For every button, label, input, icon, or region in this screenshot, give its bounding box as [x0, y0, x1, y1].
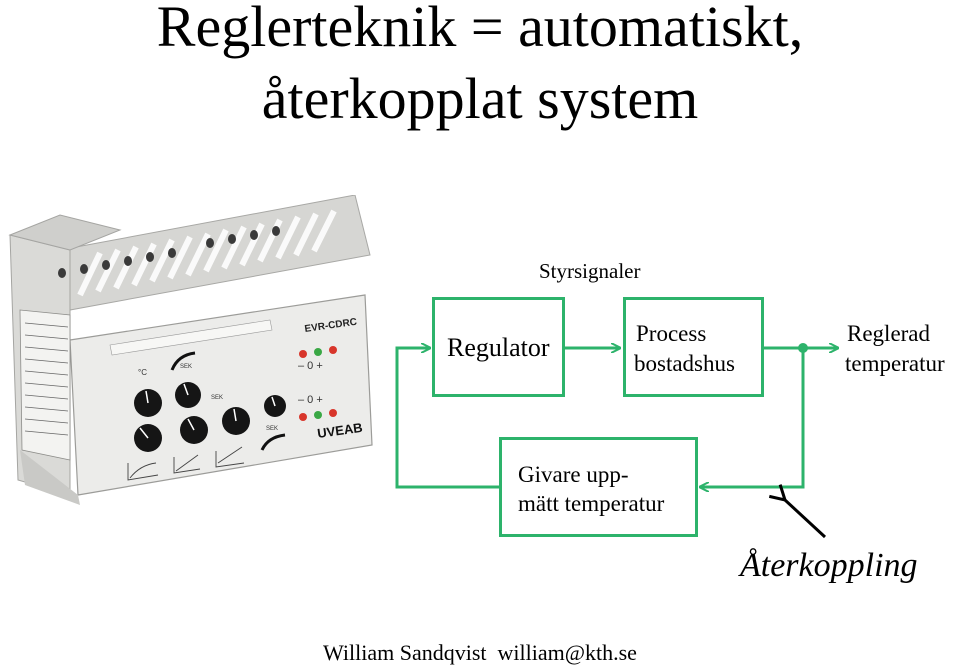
led-green-icon: [314, 348, 322, 356]
device-brand-label: UVEAB: [316, 420, 363, 441]
device-sign-row-1: – 0 +: [298, 360, 323, 372]
page-title-line-1: Reglerteknik = automatiskt,: [156, 0, 804, 59]
controller-device-image: EVR-CDRC UVEAB – 0 + – 0 + °C SEK SEK SE…: [8, 195, 373, 505]
led-red-icon: [299, 350, 307, 358]
process-label-line-2: bostadshus: [634, 351, 735, 376]
device-sign-row-2: – 0 +: [298, 394, 323, 406]
knob-icon: [264, 395, 286, 417]
footer-author: William Sandqvist: [323, 640, 487, 665]
arrow-output-to-sensor: [700, 348, 805, 487]
sensor-label-line-1: Givare upp-: [518, 462, 629, 487]
led-red-icon: [299, 413, 307, 421]
knob-icon: [134, 389, 162, 417]
knob-label: SEK: [266, 426, 278, 432]
page-title-line-2: återkopplat system: [261, 66, 699, 131]
feedback-pointer-arrow: [785, 500, 827, 539]
footer: William Sandqvist william@kth.se: [0, 640, 960, 666]
led-green-icon: [314, 411, 322, 419]
output-label-line-1: Reglerad: [847, 321, 931, 346]
arrow-sensor-to-regulator: [395, 348, 500, 489]
knob-icon: [134, 424, 162, 452]
sensor-label-line-2: mätt temperatur: [518, 491, 665, 516]
footer-email[interactable]: william@kth.se: [497, 640, 637, 665]
knob-icon: [222, 407, 250, 435]
process-label-line-1: Process: [636, 321, 707, 346]
knob-label: °C: [138, 368, 147, 377]
knob-icon: [175, 382, 201, 408]
output-label-line-2: temperatur: [845, 351, 945, 376]
knob-label: SEK: [180, 364, 192, 370]
process-block: [623, 297, 764, 397]
knob-label: SEK: [211, 395, 223, 401]
led-red-icon: [329, 346, 337, 354]
feedback-label: Återkoppling: [740, 547, 918, 584]
sensor-block: [499, 437, 698, 537]
knob-icon: [180, 416, 208, 444]
led-red-icon: [329, 409, 337, 417]
control-signal-label: Styrsignaler: [539, 259, 641, 283]
regulator-block: [432, 297, 565, 397]
regulator-label: Regulator: [447, 333, 550, 362]
